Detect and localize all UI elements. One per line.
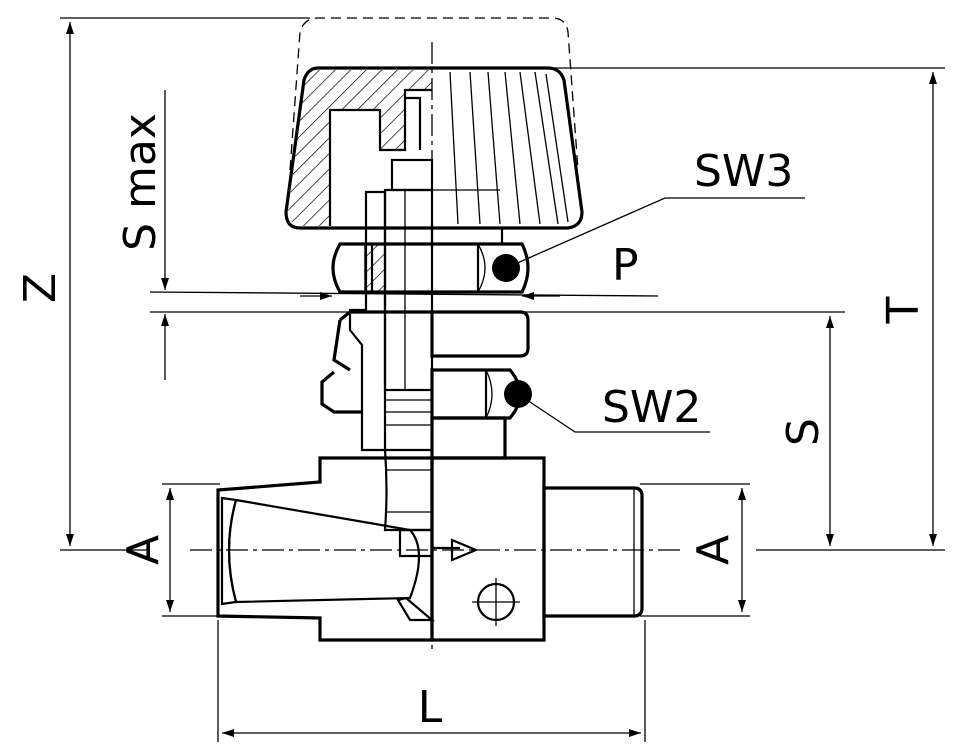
leader-sw2 xyxy=(504,380,710,433)
label-l: L xyxy=(418,682,443,733)
leader-sw3 xyxy=(492,197,805,282)
label-s-max: S max xyxy=(115,113,166,251)
label-sw2: SW2 xyxy=(602,382,701,433)
dimension-lines xyxy=(66,22,937,737)
label-a-left: A xyxy=(118,535,169,565)
bonnet xyxy=(320,190,530,460)
label-p: P xyxy=(612,240,639,291)
valve-body xyxy=(216,448,644,642)
label-s: S xyxy=(778,418,829,446)
extension-lines xyxy=(60,17,945,742)
label-sw3: SW3 xyxy=(694,146,793,197)
raised-handle-outline xyxy=(289,17,579,171)
label-z: Z xyxy=(15,273,66,303)
handwheel-knob xyxy=(284,66,584,230)
label-a-right: A xyxy=(688,535,739,565)
label-t: T xyxy=(878,296,929,324)
